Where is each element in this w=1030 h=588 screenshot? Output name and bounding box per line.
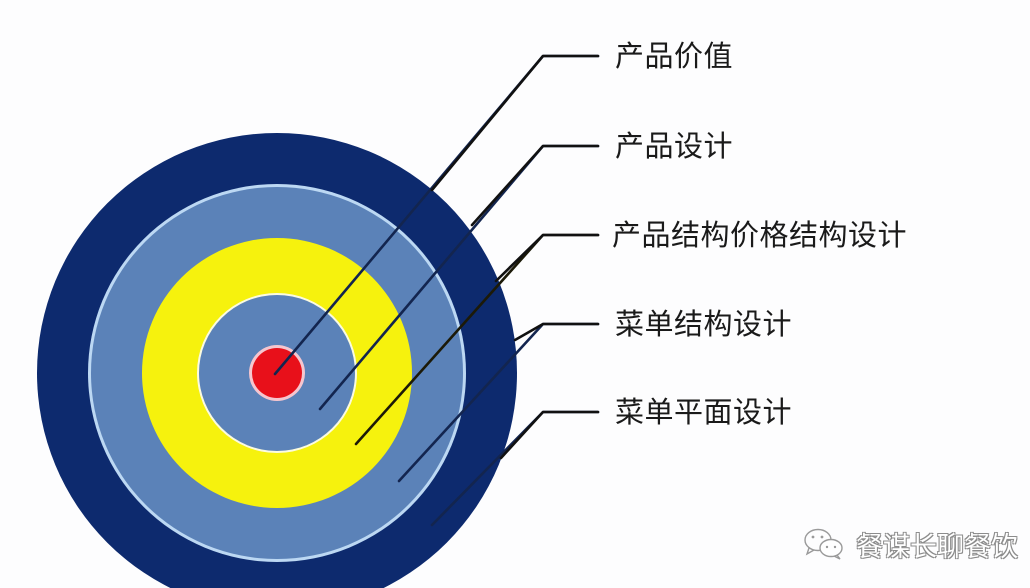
label-product-price-structure: 产品结构价格结构设计 (612, 218, 908, 252)
leader-line-product-design-outer (470, 144, 600, 227)
watermark-text: 餐谋长聊餐饮 (856, 531, 1018, 563)
leader-line-price-structure-outer (494, 233, 600, 283)
wechat-icon (804, 528, 843, 560)
label-product-design: 产品设计 (615, 129, 734, 163)
watermark: 餐谋长聊餐饮 (802, 526, 1018, 563)
leader-line-menu-structure-outer (513, 322, 600, 342)
label-menu-layout: 菜单平面设计 (615, 395, 793, 429)
label-product-value: 产品价值 (615, 39, 734, 73)
leader-line-menu-layout-outer (499, 410, 600, 460)
leader-line-product-value-outer (430, 54, 600, 192)
label-menu-structure: 菜单结构设计 (615, 307, 793, 341)
